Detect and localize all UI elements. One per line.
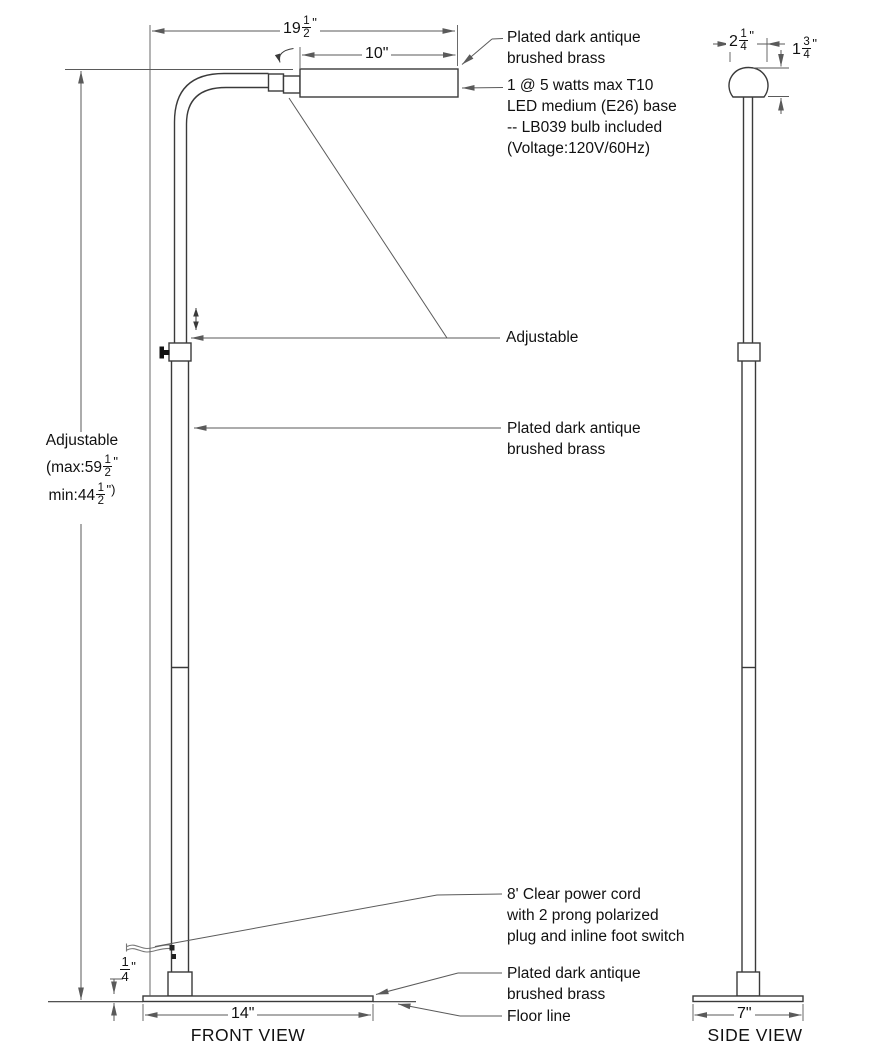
annotation-adjustable: Adjustable bbox=[506, 329, 579, 346]
dim-shade-width-label: 10" bbox=[362, 45, 392, 63]
annotation-floor-line: Floor line bbox=[507, 1008, 571, 1025]
lamp-shade-front bbox=[299, 68, 459, 98]
base-plate-front bbox=[142, 995, 374, 1003]
rotation-arrow bbox=[274, 48, 294, 63]
annotation-base-finish: Plated dark antique brushed brass bbox=[507, 965, 641, 1003]
caption-front-view: FRONT VIEW bbox=[190, 1025, 306, 1045]
pivot-knuckle-2 bbox=[282, 75, 301, 94]
foot-block-side bbox=[736, 971, 761, 997]
side-view-lamp bbox=[692, 66, 804, 1003]
caption-side-view: SIDE VIEW bbox=[707, 1025, 803, 1045]
annotation-pole-finish: Plated dark antique brushed brass bbox=[507, 420, 641, 458]
adjust-collar-side bbox=[737, 342, 761, 362]
base-plate-side bbox=[692, 995, 804, 1003]
lamp-shade-side bbox=[728, 66, 769, 98]
arm-outer-line bbox=[173, 72, 269, 343]
front-view-lamp bbox=[48, 68, 459, 1003]
dimension-lines bbox=[65, 25, 804, 1021]
height-label-title: Adjustable bbox=[34, 432, 130, 450]
pivot-knuckle bbox=[267, 73, 285, 92]
annotation-bulb-spec: 1 @ 5 watts max T10 LED medium (E26) bas… bbox=[507, 77, 677, 157]
adjust-collar-front bbox=[168, 342, 192, 362]
foot-block-front bbox=[167, 971, 193, 997]
annotation-shade-finish: Plated dark antique brushed brass bbox=[507, 29, 641, 67]
dim-base-front-label: 14" bbox=[228, 1005, 258, 1023]
adjust-knob bbox=[159, 346, 170, 359]
dim-base-side-label: 7" bbox=[734, 1005, 755, 1023]
arm-inner-line bbox=[185, 86, 269, 343]
cord-clip bbox=[169, 945, 176, 959]
annotation-power-cord: 8' Clear power cord with 2 prong polariz… bbox=[507, 886, 685, 945]
